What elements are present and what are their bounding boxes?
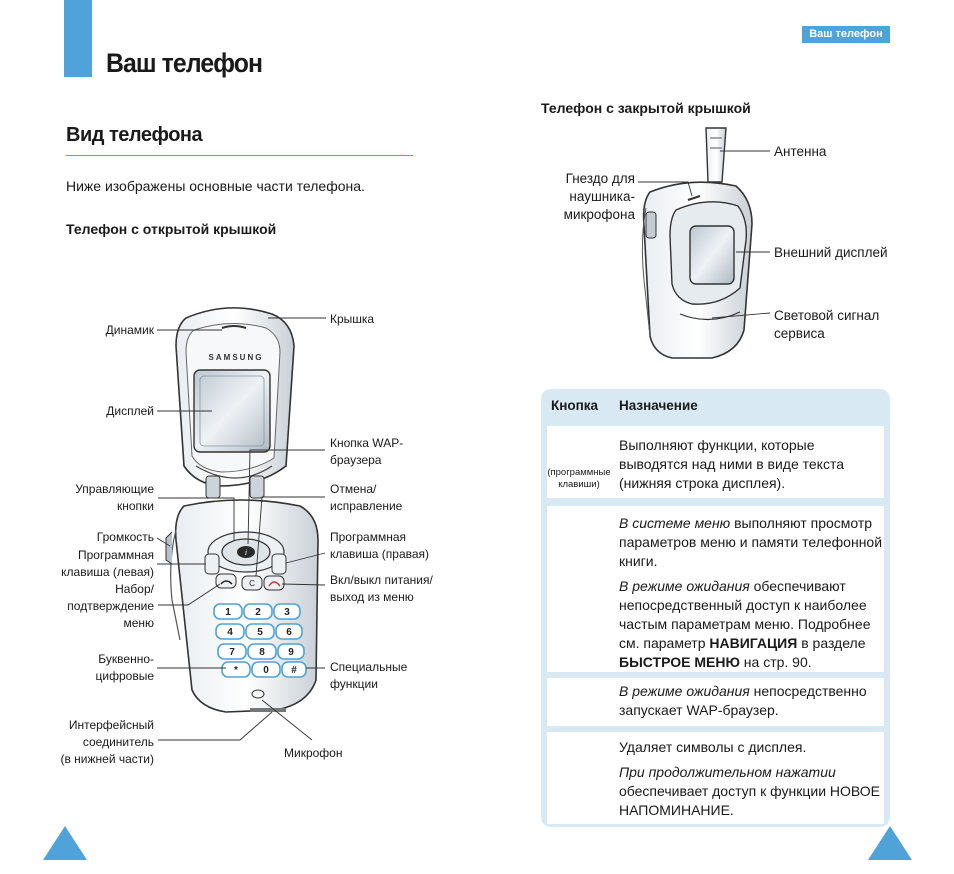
- label-wap-key: Кнопка WAP-браузера: [330, 436, 404, 467]
- intro-text: Ниже изображены основные части телефона.: [66, 178, 365, 194]
- header-section-tab: Ваш телефон: [802, 26, 890, 43]
- label-volume: Громкость: [96, 530, 154, 544]
- section-divider: [66, 155, 413, 156]
- row-soft-keys-text: Выполняют функции, которые выводятся над…: [619, 437, 844, 491]
- open-phone-flip: SAMSUNG: [175, 307, 295, 499]
- c-key: [241, 575, 263, 591]
- page-title: Ваш телефон: [106, 48, 263, 78]
- svg-text:7: 7: [229, 647, 235, 658]
- svg-text:*: *: [234, 665, 238, 676]
- brand-logo: SAMSUNG: [209, 353, 264, 362]
- table-header-key: Кнопка: [551, 398, 599, 413]
- closed-phone-heading: Телефон с закрытой крышкой: [541, 100, 751, 116]
- svg-text:i: i: [245, 548, 247, 557]
- svg-text:C: C: [249, 579, 255, 588]
- label-alphanumeric: Буквенно-цифровые: [95, 652, 154, 683]
- wap-key: [237, 546, 255, 558]
- page-corner-marker-right: [868, 826, 912, 860]
- label-display: Дисплей: [106, 404, 154, 418]
- table-row: [547, 426, 884, 498]
- label-power: Вкл/выкл питания/выход из меню: [330, 573, 433, 604]
- speaker-icon: [221, 325, 247, 329]
- svg-text:5: 5: [257, 627, 263, 638]
- leader-lines: [156, 150, 771, 741]
- table-row: [547, 506, 884, 672]
- volume-key: [165, 531, 173, 565]
- row-wap-key-text: В режиме ожидания непосредственно запуск…: [619, 683, 867, 718]
- label-microphone: Микрофон: [284, 746, 343, 760]
- svg-text:4: 4: [227, 627, 233, 638]
- interface-connector: [250, 708, 286, 712]
- header-accent-bar: [64, 0, 92, 77]
- svg-text:8: 8: [259, 647, 265, 658]
- headset-jack: [687, 195, 701, 201]
- external-display: [689, 225, 735, 285]
- label-antenna: Антенна: [774, 144, 827, 159]
- table-row: [547, 678, 884, 726]
- svg-text:#: #: [291, 665, 297, 676]
- closed-phone: [641, 127, 753, 359]
- svg-text:6: 6: [286, 627, 292, 638]
- label-speaker: Динамик: [105, 323, 154, 337]
- soft-left-key: [204, 553, 220, 575]
- section-title: Вид телефона: [66, 124, 203, 146]
- page-corner-marker-left: [43, 826, 87, 860]
- open-phone-heading: Телефон с открытой крышкой: [66, 221, 277, 237]
- power-key: [263, 575, 285, 591]
- table-row: [547, 732, 884, 824]
- svg-text:0: 0: [263, 665, 269, 676]
- soft-right-key: [271, 553, 287, 575]
- microphone-hole: [251, 689, 265, 699]
- table-header-purpose: Назначение: [619, 398, 698, 413]
- label-external-display: Внешний дисплей: [774, 245, 888, 260]
- antenna: [705, 127, 727, 183]
- label-cancel: Отмена/исправление: [330, 482, 403, 513]
- open-phone-body: i C 1 2 3 4 5 6 7 8 9: [165, 499, 319, 713]
- svg-text:3: 3: [284, 607, 290, 618]
- row-nav-keys-text: В системе меню выполняют просмотр параме…: [619, 515, 883, 670]
- svg-text:1: 1: [225, 607, 231, 618]
- service-led: [679, 311, 741, 321]
- row-c-key-text: Удаляет символы с дисплея. При продолжит…: [619, 739, 881, 818]
- svg-text:2: 2: [255, 607, 261, 618]
- label-cover: Крышка: [330, 312, 375, 326]
- svg-text:9: 9: [288, 647, 294, 658]
